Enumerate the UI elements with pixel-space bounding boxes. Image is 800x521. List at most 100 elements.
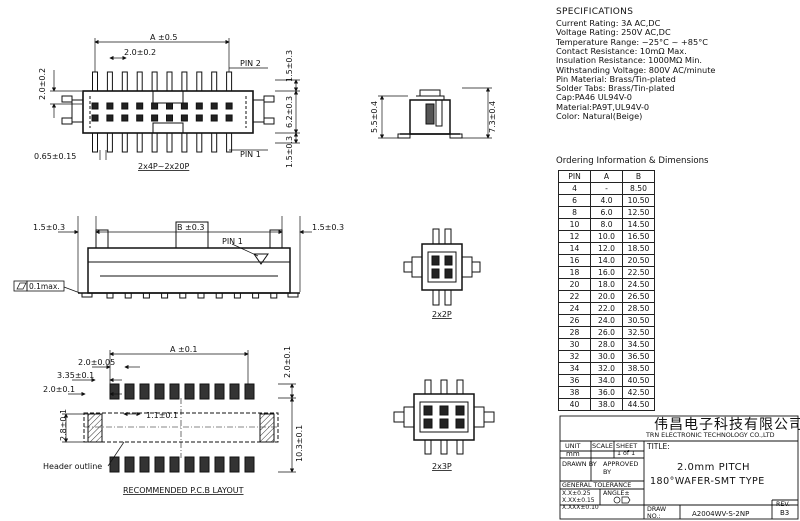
ordering-cell-b: 40.50 [622, 374, 655, 387]
ordering-cell-b: 10.50 [622, 194, 655, 207]
view-2x2p: 2x2P [403, 228, 481, 319]
ordering-cell-a: 36.0 [590, 386, 623, 399]
tolerance-3: X.XXX±0.10 [562, 504, 599, 511]
ordering-cell-pin: 22 [558, 290, 591, 303]
tolerance-2: X.XX±0.15 [562, 497, 595, 504]
tolerance-1: X.X±0.25 [562, 490, 591, 497]
ordering-cell-b: 18.50 [622, 242, 655, 255]
title-line2: 180°WAFER-SMT TYPE [650, 476, 765, 487]
sheet-value: 1 of 1 [617, 450, 636, 457]
bottom-pin [196, 132, 203, 153]
contact [180, 102, 188, 110]
ordering-cell-pin: 36 [558, 374, 591, 387]
ordering-cell-a: 30.0 [590, 350, 623, 363]
front-dim-right: 1.5±0.3 [312, 223, 344, 232]
front-pin [215, 292, 223, 299]
header-outline-label: Header outline [43, 462, 102, 471]
top-pin [92, 71, 98, 92]
contact [210, 114, 218, 122]
company-name-en: TRN ELECTRONIC TECHNOLOGY CO.,LTD [646, 431, 775, 439]
draw-no-value: A2004WV-S-2NP [692, 510, 750, 518]
ordering-cell-pin: 16 [558, 254, 591, 267]
bottom-pin [106, 132, 113, 153]
contact [136, 102, 144, 110]
pcb-layout: A ±0.1 2.0±0.05 3.35±0.1 2.0±0.1 1.1±0.1… [43, 345, 304, 495]
ordering-cell-a: 28.0 [590, 338, 623, 351]
side-dim-h2: 7.3±0.4 [488, 101, 497, 133]
side-view: 5.5±0.4 7.3±0.4 [370, 87, 497, 139]
ordering-cell-pin: 32 [558, 350, 591, 363]
bottom-pin [181, 132, 188, 153]
contact [180, 114, 188, 122]
contact [121, 102, 129, 110]
caption-2x3p: 2x3P [432, 462, 452, 471]
ordering-cell-a: 16.0 [590, 266, 623, 279]
spec-line: Color: Natural(Beige) [556, 111, 643, 121]
contact [166, 114, 173, 122]
top-pin [226, 71, 233, 92]
contact [91, 102, 99, 110]
ordering-cell-pin: 14 [558, 242, 591, 255]
pcb-pad [154, 383, 165, 400]
top-view-caption: 2x4P~2x20P [138, 162, 189, 171]
pcb-dim-pitch: 2.0±0.05 [78, 358, 115, 367]
side-dim-h1: 5.5±0.4 [370, 101, 379, 133]
contact [210, 102, 218, 110]
top-dim-r2: 6.2±0.3 [285, 96, 294, 128]
ordering-cell-b: 36.50 [622, 350, 655, 363]
spec-line: Temperature Range: −25°C ~ +85°C [556, 36, 709, 47]
ordering-cell-a: 26.0 [590, 326, 623, 339]
pcb-dim-a: A ±0.1 [170, 345, 197, 354]
ordering-cell-b: 20.50 [622, 254, 655, 267]
front-pin [161, 292, 169, 299]
front-pin1-label: PIN 1 [222, 237, 243, 246]
top-dim-left: 2.0±0.2 [38, 68, 47, 100]
ordering-cell-b: 14.50 [622, 218, 655, 231]
pcb-pad [229, 456, 240, 473]
ordering-cell-pin: 28 [558, 326, 591, 339]
top-dim-pitch: 2.0±0.2 [124, 48, 156, 57]
pcb-pad [199, 456, 210, 473]
pcb-pad [229, 383, 240, 400]
rev-label: REV. [776, 501, 790, 508]
ordering-cell-b: 16.50 [622, 230, 655, 243]
pcb-pad [169, 383, 180, 400]
front-pin [197, 292, 205, 299]
pcb-pad [124, 456, 135, 473]
general-tolerance-label: GENERAL TOLERANCE [562, 482, 632, 489]
top-pin1-label: PIN 1 [240, 150, 261, 159]
ordering-cell-pin: 30 [558, 338, 591, 351]
ordering-header-row: PIN A B [558, 170, 655, 183]
draw-no-label: DRAW NO.: [647, 506, 667, 520]
spec-line: Contact Resistance: 10mΩ Max. [556, 45, 687, 56]
ordering-header-b: B [622, 170, 655, 183]
ordering-header-a: A [590, 170, 623, 183]
top-pin [166, 71, 173, 92]
ordering-cell-a: 8.0 [590, 218, 623, 231]
pcb-pad [154, 456, 165, 473]
top-view-dimensions [50, 38, 300, 160]
spec-line: Cap:PA46 UL94V-0 [556, 92, 632, 103]
pcb-dim-335: 3.35±0.1 [57, 371, 94, 380]
top-pin [211, 71, 218, 92]
bottom-pin [226, 132, 233, 153]
contact [136, 114, 144, 122]
pcb-pad [109, 383, 120, 400]
front-dim-b: B ±0.3 [177, 223, 204, 232]
ordering-cell-pin: 24 [558, 302, 591, 315]
ordering-cell-a: 18.0 [590, 278, 623, 291]
ordering-cell-pin: 18 [558, 266, 591, 279]
unit-label: UNIT [565, 442, 581, 450]
ordering-cell-a: - [590, 182, 623, 195]
